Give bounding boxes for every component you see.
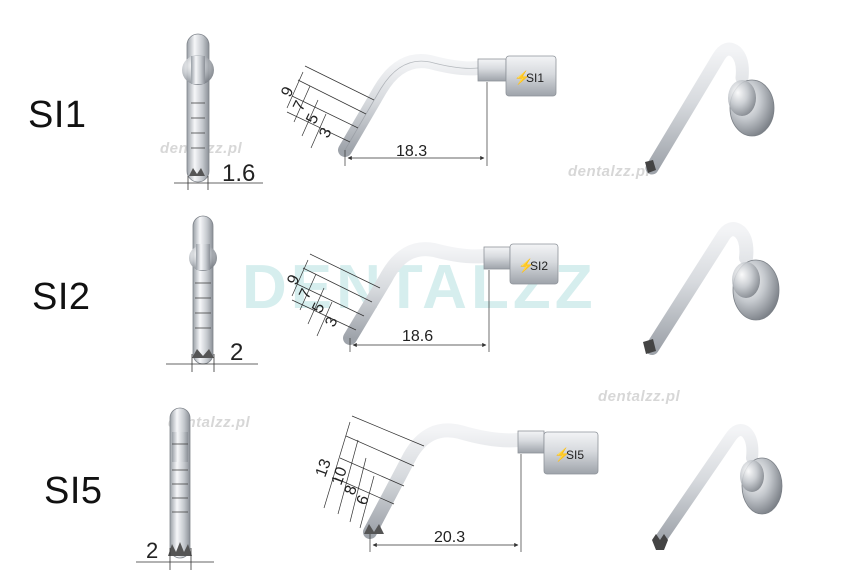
si2-mark-2: 5 xyxy=(309,300,328,316)
si1-side-view: SI1 ⚡ xyxy=(286,54,557,166)
si5-mark-0: 13 xyxy=(313,457,335,480)
si5-perspective-view xyxy=(652,424,783,550)
si5-width-dimension: 2 xyxy=(146,538,158,563)
si5-front-view xyxy=(136,407,214,570)
si1-width-dimension: 1.6 xyxy=(222,160,255,187)
si2-mark-3: 3 xyxy=(322,314,341,330)
si2-width-dimension: 2 xyxy=(230,339,243,366)
si1-mark-2: 5 xyxy=(303,111,322,127)
si5-hub-label: SI5 xyxy=(566,448,584,462)
si1-perspective-view xyxy=(645,42,775,175)
si1-front-view xyxy=(174,33,263,190)
si2-hub-label: SI2 xyxy=(530,259,548,273)
si1-hub-label: SI1 xyxy=(526,71,544,85)
si2-side-view: SI2 ⚡ xyxy=(291,242,559,352)
si1-mark-3: 3 xyxy=(316,125,335,141)
watermark-3: dentalzz.pl xyxy=(598,388,681,405)
si1-length-dimension: 18.3 xyxy=(396,143,427,160)
svg-text:⚡: ⚡ xyxy=(514,70,530,86)
si5-length-dimension: 20.3 xyxy=(434,529,465,546)
model-label-si5: SI5 xyxy=(44,470,103,512)
si5-side-view: SI5 ⚡ xyxy=(323,415,599,552)
svg-text:⚡: ⚡ xyxy=(518,258,534,274)
watermark-2: dentalzz.pl xyxy=(568,163,651,180)
si5-mark-3: 6 xyxy=(354,493,373,507)
si2-mark-0: 9 xyxy=(284,272,303,288)
model-label-si1: SI1 xyxy=(28,94,87,136)
si5-mark-1: 10 xyxy=(329,465,351,488)
svg-text:⚡: ⚡ xyxy=(554,447,570,463)
model-label-si2: SI2 xyxy=(32,276,91,318)
si1-mark-0: 9 xyxy=(278,84,297,100)
si2-perspective-view xyxy=(643,222,780,355)
si2-front-view xyxy=(166,215,258,372)
si2-length-dimension: 18.6 xyxy=(402,328,433,345)
